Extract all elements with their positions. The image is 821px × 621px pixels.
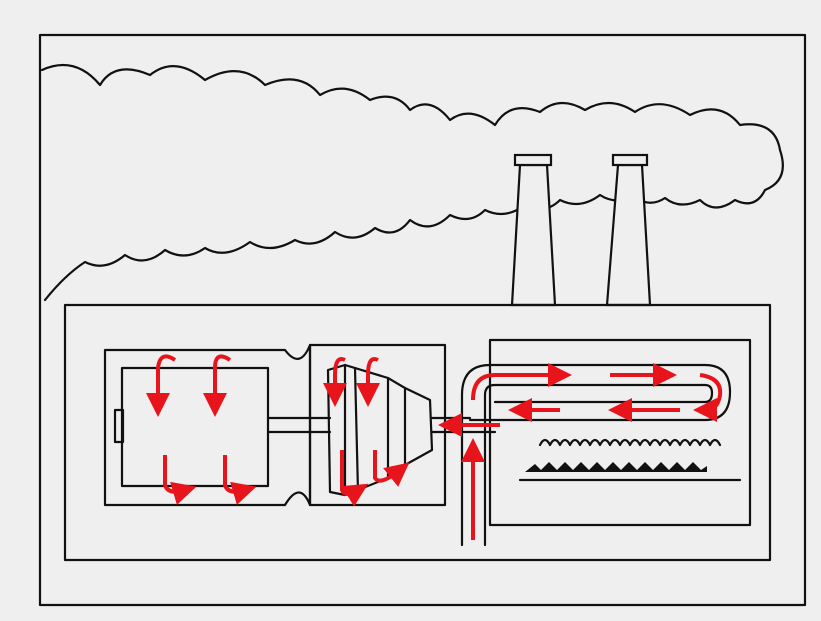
plant-building: [63, 303, 772, 562]
flow-arrow: [373, 450, 410, 487]
chimney: [510, 153, 557, 307]
smoke-cloud: [40, 63, 784, 302]
generator-terminal: [113, 408, 125, 444]
generator: [120, 366, 270, 488]
flow-arrow: [146, 354, 177, 417]
frame: [38, 33, 807, 607]
flow-arrow: [323, 357, 347, 407]
steam-pipe: [460, 363, 732, 547]
flow-arrow: [163, 455, 197, 505]
flow-arrow: [223, 455, 257, 505]
chimney: [605, 153, 652, 307]
flow-arrow: [340, 450, 369, 507]
turbine: [326, 363, 472, 497]
flow-arrow: [693, 373, 723, 422]
flow-arrow: [203, 354, 232, 417]
flow-arrows: [146, 354, 723, 540]
flow-arrow: [471, 363, 572, 401]
flow-arrow: [356, 357, 380, 407]
fire: [518, 438, 742, 482]
boiler: [488, 338, 752, 527]
